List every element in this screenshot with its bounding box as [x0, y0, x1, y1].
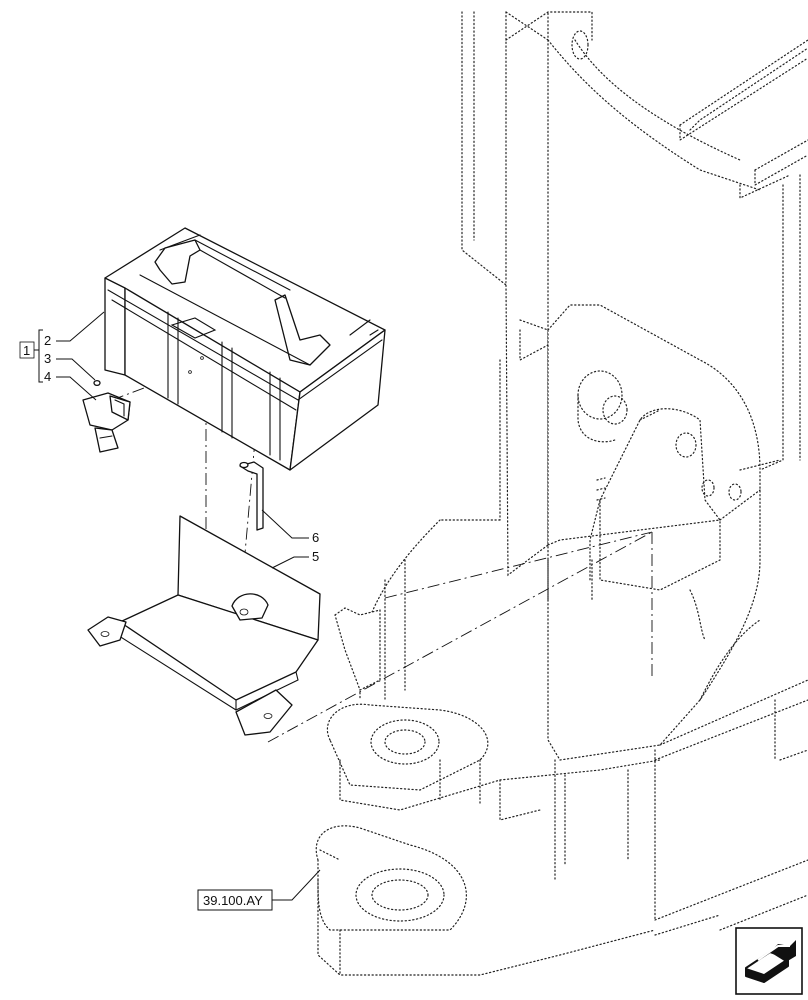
reference-leader — [272, 869, 321, 901]
callout-4: 4 — [44, 369, 51, 384]
retaining-pin — [239, 461, 264, 531]
reference-tag[interactable]: 39.100.AY — [197, 869, 321, 911]
screw — [93, 379, 101, 387]
mounting-bracket — [87, 515, 321, 736]
leader-4 — [56, 376, 97, 401]
machine-frame — [315, 11, 808, 976]
leader-6 — [261, 509, 309, 539]
toolbox — [104, 227, 386, 471]
callout-2: 2 — [44, 333, 51, 348]
callout-1: 1 — [23, 343, 30, 358]
callout-5: 5 — [312, 549, 319, 564]
callout-group-1: 1 — [19, 329, 43, 383]
next-page-arrow-icon[interactable] — [735, 927, 803, 995]
leader-5 — [271, 556, 309, 569]
reference-label: 39.100.AY — [203, 893, 263, 908]
leader-2 — [56, 311, 105, 342]
leader-3 — [56, 358, 96, 381]
callout-3: 3 — [44, 351, 51, 366]
latch-clip — [82, 392, 131, 453]
callout-6: 6 — [312, 530, 319, 545]
